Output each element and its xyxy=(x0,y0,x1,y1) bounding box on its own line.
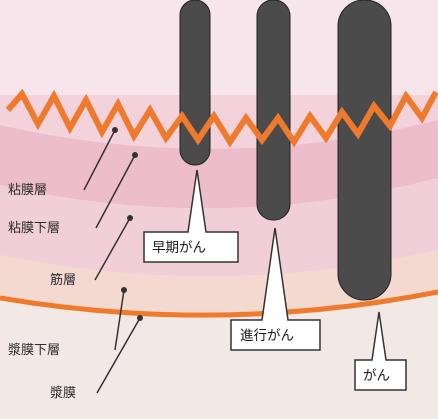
subserosa-dot xyxy=(121,287,127,293)
label-submucosa: 粘膜下層 xyxy=(8,221,60,236)
serosa-dot xyxy=(137,315,143,321)
label-serosa: 漿膜 xyxy=(50,386,76,401)
muscle-dot xyxy=(127,215,133,221)
early-cancer-label: 早期がん xyxy=(152,240,206,256)
label-mucosa: 粘膜層 xyxy=(8,183,47,198)
label-subserosa: 漿膜下層 xyxy=(8,343,60,358)
cancer-label: がん xyxy=(363,368,390,384)
advanced-cancer-label: 進行がん xyxy=(240,328,294,344)
mucosa-dot xyxy=(112,127,118,133)
advanced-cancer-tumor xyxy=(257,0,290,220)
submucosa-dot xyxy=(132,152,138,158)
cancer-tumor xyxy=(338,0,391,300)
label-muscle: 筋層 xyxy=(50,272,76,288)
